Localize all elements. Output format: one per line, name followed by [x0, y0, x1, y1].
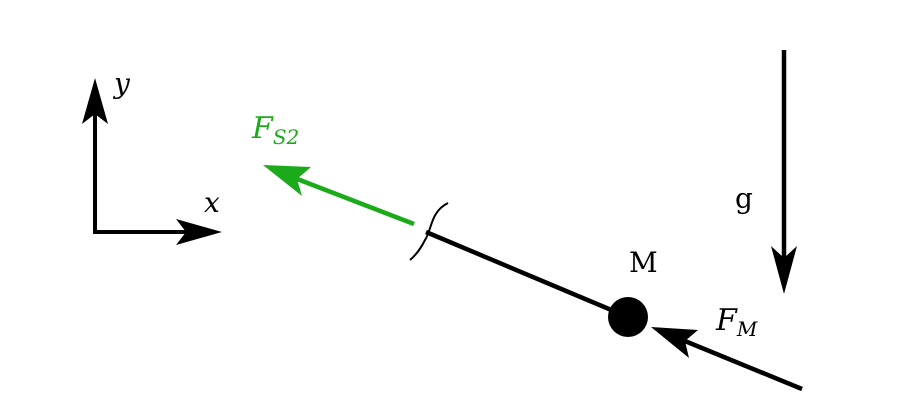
y-axis-label: y [112, 67, 131, 100]
string-force-shaft [291, 174, 415, 227]
y-axis-arrowhead [82, 78, 108, 124]
gravity-arrowhead [771, 246, 797, 294]
gravity-arrow: g [735, 50, 797, 294]
coordinate-axes: y x [82, 67, 222, 245]
string-force-symbol: F [251, 111, 274, 146]
mass-force-arrow: FM [651, 303, 803, 392]
string-force-subscript: S2 [273, 125, 299, 149]
gravity-label: g [735, 182, 753, 215]
string-force-arrowhead [263, 165, 311, 196]
x-axis-label: x [204, 186, 220, 219]
mass-label: M [629, 246, 658, 279]
point-mass [608, 297, 648, 337]
mass-force-shaft [679, 336, 803, 392]
mass-force-arrowhead [651, 327, 698, 358]
x-axis-arrowhead [176, 219, 222, 245]
mass-force-label: FM [715, 303, 758, 341]
mass-force-subscript: M [736, 317, 758, 341]
string-segment [425, 229, 629, 320]
string-force-arrow: FS2 [251, 111, 415, 227]
string-force-label: FS2 [251, 111, 299, 149]
mass-force-symbol: F [715, 303, 738, 338]
string-cut-mark [409, 202, 449, 261]
